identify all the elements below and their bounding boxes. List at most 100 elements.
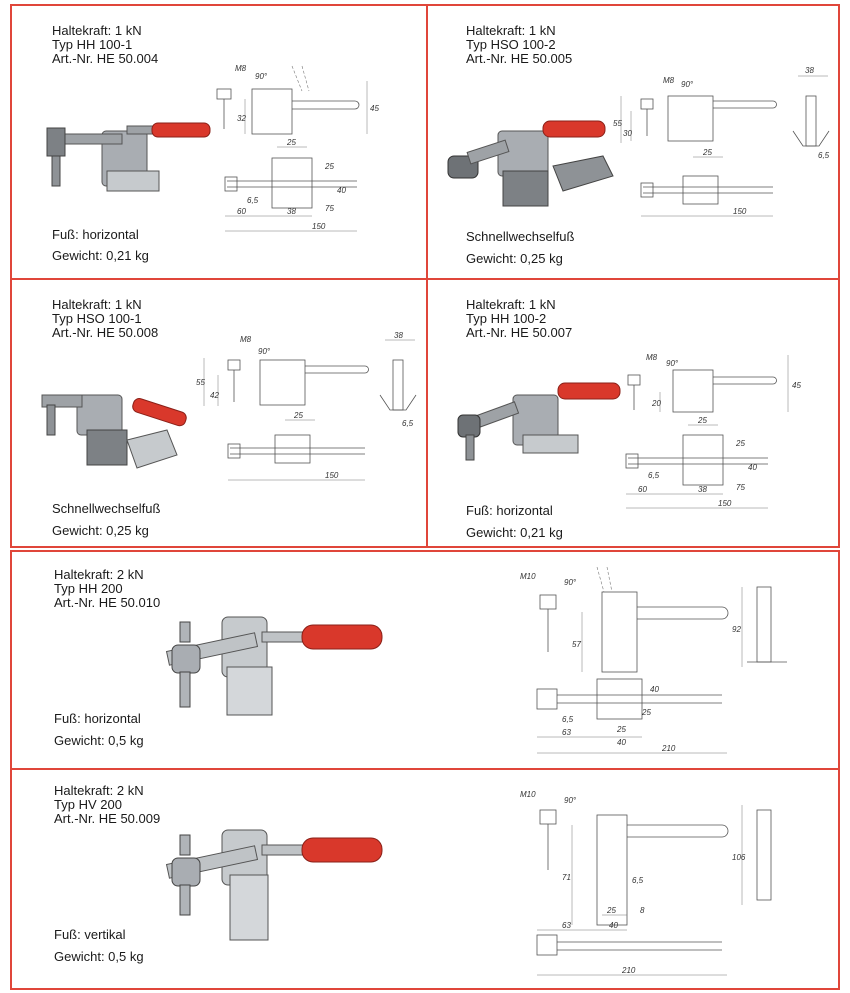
svg-text:25: 25 xyxy=(293,411,303,420)
svg-text:71: 71 xyxy=(562,873,571,882)
svg-text:30: 30 xyxy=(623,129,632,138)
article-number: Art.-Nr. HE 50.009 xyxy=(54,811,161,826)
svg-text:38: 38 xyxy=(698,485,707,494)
base-type: Fuß: horizontal xyxy=(54,711,141,726)
svg-text:150: 150 xyxy=(718,499,732,508)
thread-label: M8 xyxy=(235,64,247,73)
weight: Gewicht: 0,21 kg xyxy=(466,525,563,540)
svg-text:M8: M8 xyxy=(663,76,675,85)
svg-text:M10: M10 xyxy=(520,790,536,799)
svg-text:40: 40 xyxy=(337,186,346,195)
svg-text:25: 25 xyxy=(606,906,616,915)
type-label: Typ HV 200 xyxy=(54,797,122,812)
svg-text:60: 60 xyxy=(237,207,246,216)
article-number: Art.-Nr. HE 50.010 xyxy=(54,595,161,610)
type-label: Typ HSO 100-2 xyxy=(466,37,556,52)
svg-text:6,5: 6,5 xyxy=(818,151,830,160)
svg-text:6,5: 6,5 xyxy=(632,876,644,885)
svg-text:25: 25 xyxy=(697,416,707,425)
svg-text:25: 25 xyxy=(286,138,296,147)
holding-force: Haltekraft: 1 kN xyxy=(466,297,556,312)
svg-text:75: 75 xyxy=(736,483,745,492)
svg-text:55: 55 xyxy=(196,378,205,387)
svg-text:25: 25 xyxy=(702,148,712,157)
product-header: Haltekraft: 1 kN Typ HSO 100-2 Art.-Nr. … xyxy=(466,24,572,66)
svg-text:42: 42 xyxy=(210,391,219,400)
svg-text:63: 63 xyxy=(562,921,571,930)
holding-force: Haltekraft: 2 kN xyxy=(54,567,144,582)
svg-text:92: 92 xyxy=(732,625,741,634)
clamp-photo xyxy=(165,616,383,716)
svg-text:40: 40 xyxy=(748,463,757,472)
article-number: Art.-Nr. HE 50.007 xyxy=(466,325,573,340)
base-type: Fuß: horizontal xyxy=(52,227,139,242)
product-header: Haltekraft: 2 kN Typ HH 200 Art.-Nr. HE … xyxy=(54,568,160,610)
weight: Gewicht: 0,25 kg xyxy=(52,523,149,538)
product-panel-hh100-2: Haltekraft: 1 kN Typ HH 100-2 Art.-Nr. H… xyxy=(426,278,840,548)
base-type: Schnellwechselfuß xyxy=(52,501,161,516)
type-label: Typ HH 200 xyxy=(54,581,123,596)
base-type: Schnellwechselfuß xyxy=(466,229,575,244)
svg-text:8: 8 xyxy=(640,906,645,915)
article-number: Art.-Nr. HE 50.005 xyxy=(466,51,573,66)
svg-text:M8: M8 xyxy=(240,335,252,344)
product-panel-hh100-1: Haltekraft: 1 kN Typ HH 100-1 Art.-Nr. H… xyxy=(10,4,428,280)
type-label: Typ HH 100-1 xyxy=(52,37,133,52)
holding-force: Haltekraft: 1 kN xyxy=(466,23,556,38)
product-header: Haltekraft: 1 kN Typ HSO 100-1 Art.-Nr. … xyxy=(52,298,158,340)
svg-text:90°: 90° xyxy=(681,80,694,89)
technical-drawing: M8 90° 55 30 25 150 38 6,5 xyxy=(613,66,830,217)
product-header: Haltekraft: 2 kN Typ HV 200 Art.-Nr. HE … xyxy=(54,784,160,826)
product-panel-hv200: Haltekraft: 2 kN Typ HV 200 Art.-Nr. HE … xyxy=(10,768,840,990)
svg-text:57: 57 xyxy=(572,640,581,649)
holding-force: Haltekraft: 2 kN xyxy=(54,783,144,798)
svg-text:20: 20 xyxy=(651,399,661,408)
svg-text:45: 45 xyxy=(370,104,379,113)
svg-text:25: 25 xyxy=(735,439,745,448)
technical-drawing: M10 90° 71 106 6,5 8 25 63 40 210 xyxy=(520,790,772,976)
clamp-photo xyxy=(457,382,621,461)
weight: Gewicht: 0,5 kg xyxy=(54,949,144,964)
svg-text:90°: 90° xyxy=(564,796,577,805)
holding-force: Haltekraft: 1 kN xyxy=(52,23,142,38)
product-panel-hso100-1: Haltekraft: 1 kN Typ HSO 100-1 Art.-Nr. … xyxy=(10,278,428,548)
svg-text:106: 106 xyxy=(732,853,746,862)
clamp-photo xyxy=(165,829,383,941)
svg-text:150: 150 xyxy=(325,471,339,480)
svg-text:38: 38 xyxy=(394,331,403,340)
svg-text:38: 38 xyxy=(287,207,296,216)
svg-text:75: 75 xyxy=(325,204,334,213)
svg-text:90°: 90° xyxy=(666,359,679,368)
clamp-photo xyxy=(46,122,211,192)
svg-text:25: 25 xyxy=(324,162,334,171)
svg-text:40: 40 xyxy=(617,738,626,747)
svg-text:6,5: 6,5 xyxy=(648,471,660,480)
svg-text:40: 40 xyxy=(650,685,659,694)
holding-force: Haltekraft: 1 kN xyxy=(52,297,142,312)
svg-text:6,5: 6,5 xyxy=(402,419,414,428)
svg-text:45: 45 xyxy=(792,381,801,390)
technical-drawing: M8 90° 55 42 25 150 38 6,5 xyxy=(196,331,417,481)
angle-label: 90° xyxy=(255,72,268,81)
svg-text:40: 40 xyxy=(609,921,618,930)
clamp-photo xyxy=(447,120,614,207)
svg-text:38: 38 xyxy=(805,66,814,75)
svg-text:55: 55 xyxy=(613,119,622,128)
technical-drawing: M8 90° 32 45 25 25 6,5 40 75 60 38 150 xyxy=(216,64,379,232)
svg-text:32: 32 xyxy=(237,114,246,123)
weight: Gewicht: 0,25 kg xyxy=(466,251,563,266)
svg-text:25: 25 xyxy=(641,708,651,717)
clamp-photo xyxy=(41,394,187,469)
svg-text:210: 210 xyxy=(621,966,636,975)
svg-text:6,5: 6,5 xyxy=(562,715,574,724)
base-type: Fuß: vertikal xyxy=(54,927,126,942)
svg-text:150: 150 xyxy=(733,207,747,216)
svg-text:6,5: 6,5 xyxy=(247,196,259,205)
article-number: Art.-Nr. HE 50.008 xyxy=(52,325,159,340)
product-panel-hso100-2: Haltekraft: 1 kN Typ HSO 100-2 Art.-Nr. … xyxy=(426,4,840,280)
weight: Gewicht: 0,5 kg xyxy=(54,733,144,748)
svg-text:150: 150 xyxy=(312,222,326,231)
article-number: Art.-Nr. HE 50.004 xyxy=(52,51,159,66)
type-label: Typ HSO 100-1 xyxy=(52,311,142,326)
svg-text:63: 63 xyxy=(562,728,571,737)
